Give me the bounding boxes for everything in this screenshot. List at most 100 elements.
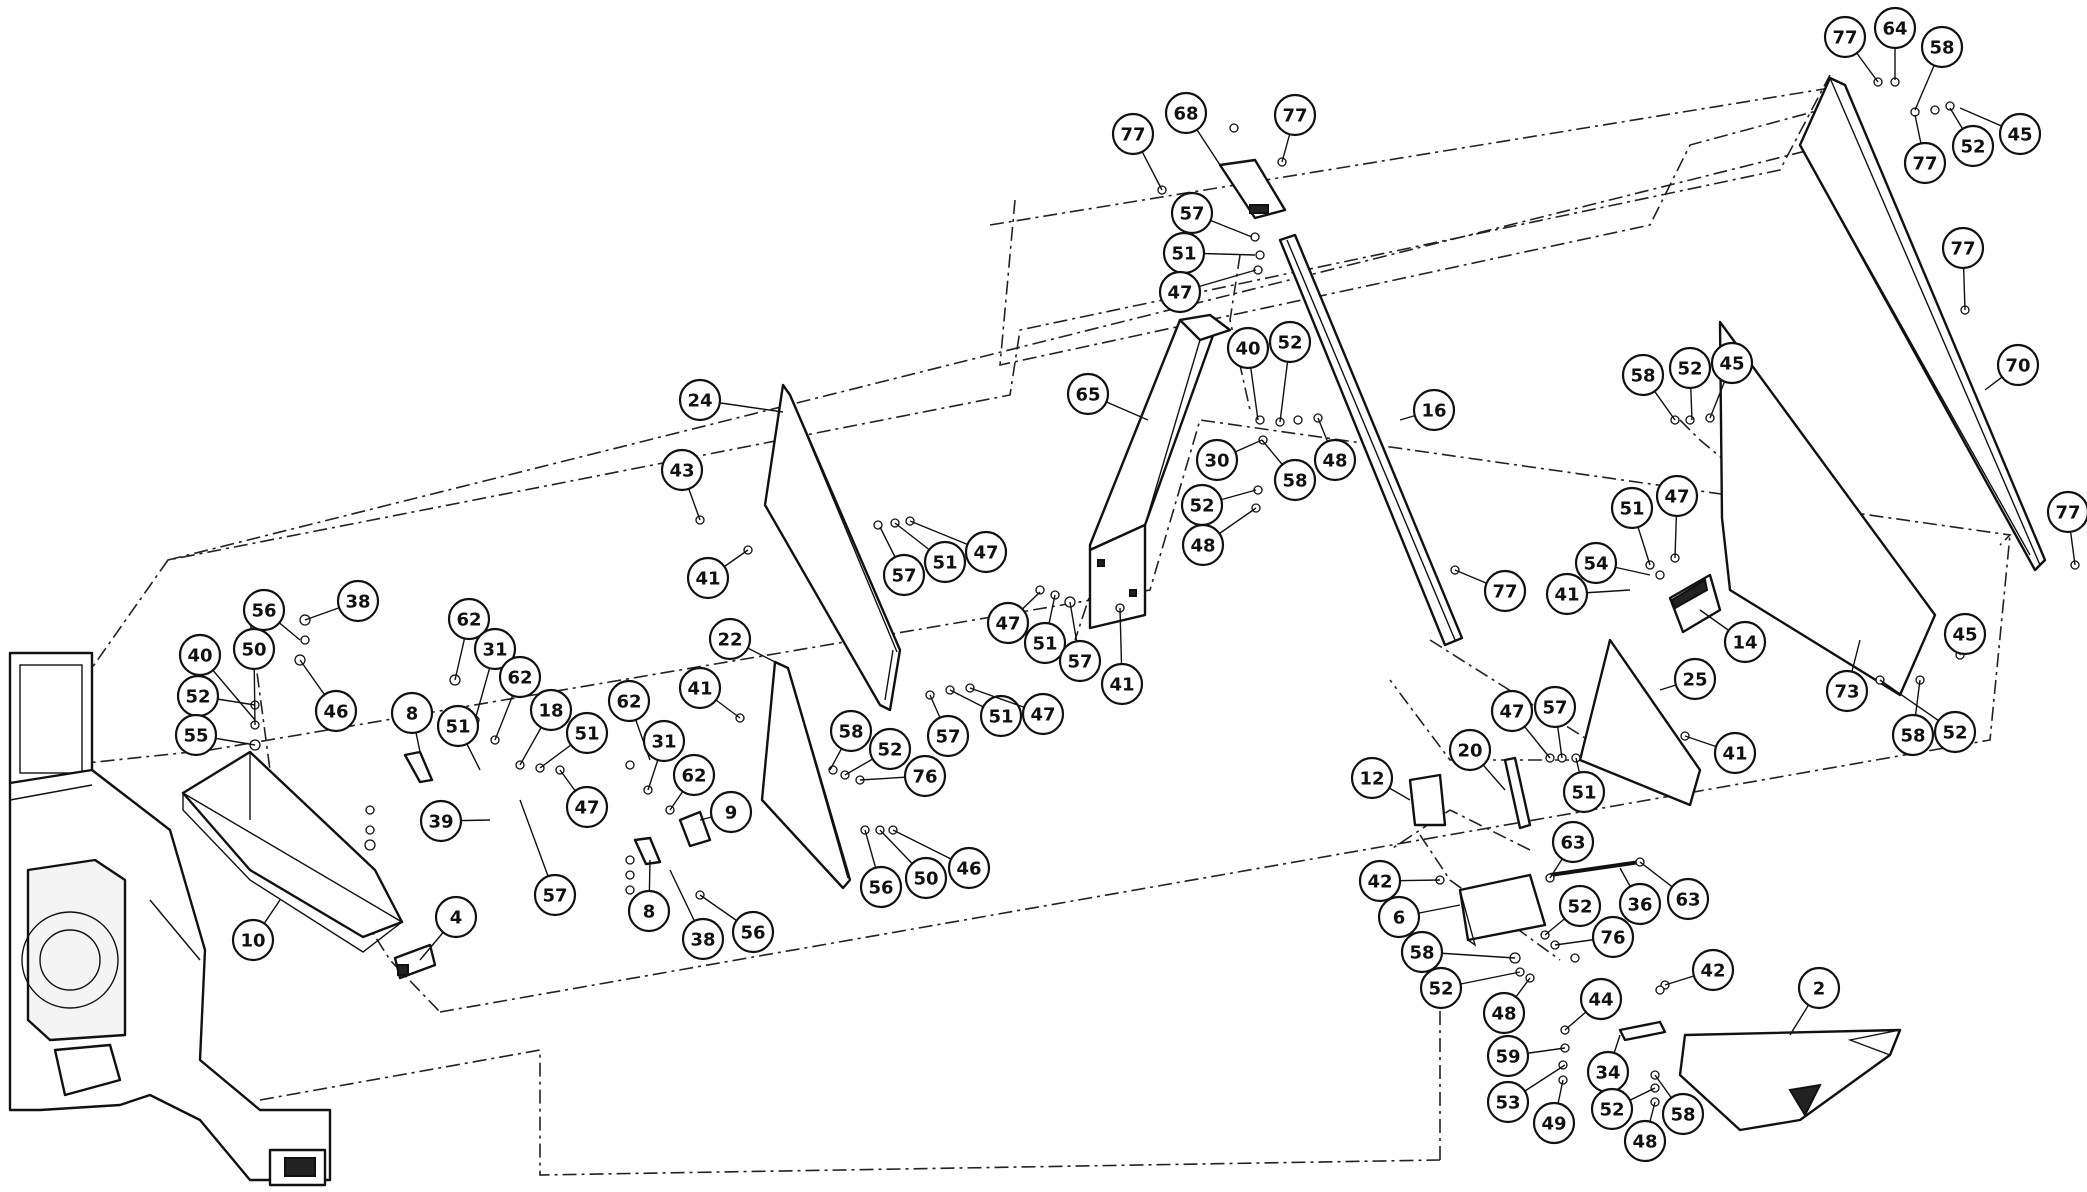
callout-41: 41 bbox=[1100, 607, 1144, 706]
callout-number: 53 bbox=[1495, 1093, 1520, 1114]
callout-41: 41 bbox=[686, 549, 749, 600]
callout-number: 40 bbox=[187, 646, 212, 667]
callout-circle bbox=[529, 688, 573, 732]
callout-77: 77 bbox=[1941, 226, 1985, 311]
callout-45: 45 bbox=[1943, 612, 1987, 656]
callout-circle bbox=[1621, 353, 1665, 397]
callout-circle bbox=[678, 666, 722, 710]
callout-number: 42 bbox=[1700, 961, 1725, 982]
callout-circle bbox=[660, 448, 704, 492]
callout-circle bbox=[923, 540, 967, 584]
callout-number: 57 bbox=[1542, 698, 1567, 719]
callout-number: 51 bbox=[574, 724, 599, 745]
part-16-rail bbox=[1278, 233, 1464, 647]
callout-47: 47 bbox=[559, 769, 609, 829]
callout-47: 47 bbox=[909, 520, 1008, 574]
part-65-duct bbox=[1088, 313, 1232, 630]
callout-circle bbox=[1574, 541, 1618, 585]
callout-circle bbox=[1533, 685, 1577, 729]
callout-number: 42 bbox=[1367, 872, 1392, 893]
callout-number: 36 bbox=[1627, 895, 1652, 916]
callout-number: 50 bbox=[913, 869, 938, 890]
callout-circle bbox=[419, 799, 463, 843]
part-24-panel bbox=[763, 383, 902, 712]
callout-number: 52 bbox=[1960, 137, 1985, 158]
callout-52: 52 bbox=[1268, 320, 1312, 423]
callout-42: 42 bbox=[1358, 859, 1441, 903]
callout-52: 52 bbox=[176, 674, 256, 718]
part-9-plate bbox=[678, 810, 712, 848]
callout-circle bbox=[1710, 341, 1754, 385]
callout-number: 77 bbox=[1120, 125, 1145, 146]
callout-51: 51 bbox=[894, 522, 967, 584]
callout-number: 58 bbox=[1900, 726, 1925, 747]
callout-6: 6 bbox=[1377, 895, 1461, 939]
callout-63: 63 bbox=[1549, 820, 1595, 879]
callout-number: 47 bbox=[995, 614, 1020, 635]
callout-circle bbox=[1100, 662, 1144, 706]
callout-57: 57 bbox=[879, 526, 926, 597]
callout-number: 56 bbox=[251, 601, 276, 622]
frame-window bbox=[8, 651, 94, 785]
callout-number: 47 bbox=[1499, 702, 1524, 723]
callout-number: 58 bbox=[1282, 471, 1307, 492]
callout-24: 24 bbox=[678, 378, 784, 422]
callout-57: 57 bbox=[1058, 601, 1102, 683]
callout-circle bbox=[1873, 6, 1917, 50]
callout-number: 57 bbox=[542, 886, 567, 907]
callout-64: 64 bbox=[1873, 6, 1917, 80]
callout-number: 68 bbox=[1173, 104, 1198, 125]
callout-circle bbox=[882, 553, 926, 597]
callout-52: 52 bbox=[1949, 107, 1995, 168]
callout-48: 48 bbox=[1313, 417, 1357, 482]
callout-47: 47 bbox=[969, 687, 1065, 736]
part-70-rail bbox=[1798, 76, 2047, 572]
callout-51: 51 bbox=[1162, 231, 1256, 275]
callout-number: 10 bbox=[240, 931, 265, 952]
callout-number: 2 bbox=[1813, 979, 1826, 1000]
callout-circle bbox=[1058, 639, 1102, 683]
callout-circle bbox=[434, 895, 478, 939]
callout-circle bbox=[232, 627, 276, 671]
callout-circle bbox=[1170, 191, 1214, 235]
callout-number: 47 bbox=[1664, 487, 1689, 508]
callout-circle bbox=[1713, 731, 1757, 775]
callout-number: 48 bbox=[1190, 536, 1215, 557]
callout-circle bbox=[1551, 820, 1595, 864]
callout-62: 62 bbox=[447, 597, 491, 681]
callout-circle bbox=[1655, 474, 1699, 518]
callout-51: 51 bbox=[436, 704, 481, 771]
callout-circle bbox=[708, 617, 752, 661]
callout-circle bbox=[1610, 486, 1654, 530]
callout-circle bbox=[1350, 756, 1394, 800]
callout-circle bbox=[336, 579, 380, 623]
callout-number: 47 bbox=[1030, 705, 1055, 726]
callout-30: 30 bbox=[1195, 438, 1263, 482]
callout-circle bbox=[1268, 320, 1312, 364]
callout-circle bbox=[1164, 91, 1208, 135]
callout-circle bbox=[1273, 458, 1317, 502]
callout-circle bbox=[1825, 669, 1869, 713]
part-34-clip bbox=[1618, 1020, 1667, 1042]
callout-39: 39 bbox=[419, 799, 491, 843]
callout-number: 38 bbox=[345, 592, 370, 613]
callout-circle bbox=[1691, 948, 1735, 992]
callout-51: 51 bbox=[1610, 486, 1654, 566]
callout-57: 57 bbox=[1533, 685, 1577, 759]
callout-circle bbox=[903, 754, 947, 798]
callout-number: 6 bbox=[1393, 908, 1406, 929]
callout-number: 58 bbox=[1929, 38, 1954, 59]
callout-circle bbox=[1400, 930, 1444, 974]
callout-8: 8 bbox=[390, 691, 434, 753]
callout-circle bbox=[964, 530, 1008, 574]
callout-number: 38 bbox=[690, 930, 715, 951]
callout-circle bbox=[1313, 438, 1357, 482]
callout-number: 62 bbox=[616, 692, 641, 713]
callout-circle bbox=[1358, 859, 1402, 903]
callout-56: 56 bbox=[699, 894, 775, 954]
callout-number: 52 bbox=[1677, 359, 1702, 380]
callout-42: 42 bbox=[1664, 948, 1735, 992]
callout-49: 49 bbox=[1532, 1079, 1576, 1145]
callout-circle bbox=[2046, 490, 2087, 534]
